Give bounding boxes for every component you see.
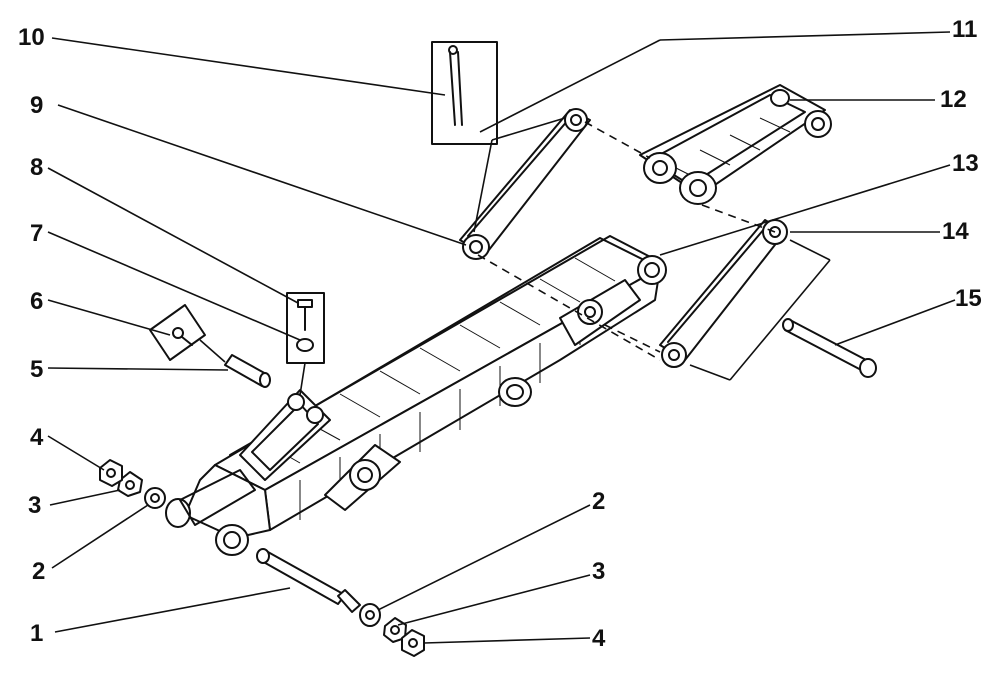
link-14 bbox=[659, 219, 788, 368]
pin-15 bbox=[782, 318, 877, 378]
callout-label-2-left: 2 bbox=[32, 558, 46, 585]
assembly-guide-lines bbox=[477, 121, 831, 381]
callout-label-3-left: 3 bbox=[28, 492, 42, 519]
washer-2-left bbox=[144, 487, 166, 509]
callout-label-5: 5 bbox=[30, 356, 44, 383]
callout-label-6: 6 bbox=[30, 288, 44, 315]
callout-label-15: 15 bbox=[955, 285, 982, 312]
leader-lines bbox=[47, 31, 956, 644]
link-12 bbox=[639, 84, 832, 205]
sleeve-5 bbox=[224, 354, 271, 388]
callout-label-4-right: 4 bbox=[592, 625, 606, 652]
callout-label-10: 10 bbox=[18, 24, 45, 51]
callout-label-14: 14 bbox=[942, 218, 969, 245]
callout-label-4-left: 4 bbox=[30, 424, 44, 451]
callout-label-9: 9 bbox=[30, 92, 44, 119]
callout-label-11: 11 bbox=[952, 16, 978, 43]
nut-4-left bbox=[99, 459, 123, 487]
inset-pin-10 bbox=[431, 41, 566, 233]
callout-label-3-right: 3 bbox=[592, 558, 606, 585]
callout-label-7: 7 bbox=[30, 220, 44, 247]
nut-4-right bbox=[401, 629, 425, 657]
callout-label-2-right: 2 bbox=[592, 488, 606, 515]
callout-label-8: 8 bbox=[30, 154, 44, 181]
inset-bolt-nut-7-8 bbox=[286, 292, 325, 396]
callout-label-12: 12 bbox=[940, 86, 967, 113]
link-9 bbox=[459, 108, 591, 260]
washer-2-right bbox=[359, 603, 381, 627]
inset-grease-nipple-6 bbox=[149, 304, 226, 363]
callout-label-13: 13 bbox=[952, 150, 979, 177]
callout-label-1: 1 bbox=[30, 620, 44, 647]
pin-1 bbox=[256, 548, 361, 613]
boom-arm bbox=[165, 235, 667, 556]
